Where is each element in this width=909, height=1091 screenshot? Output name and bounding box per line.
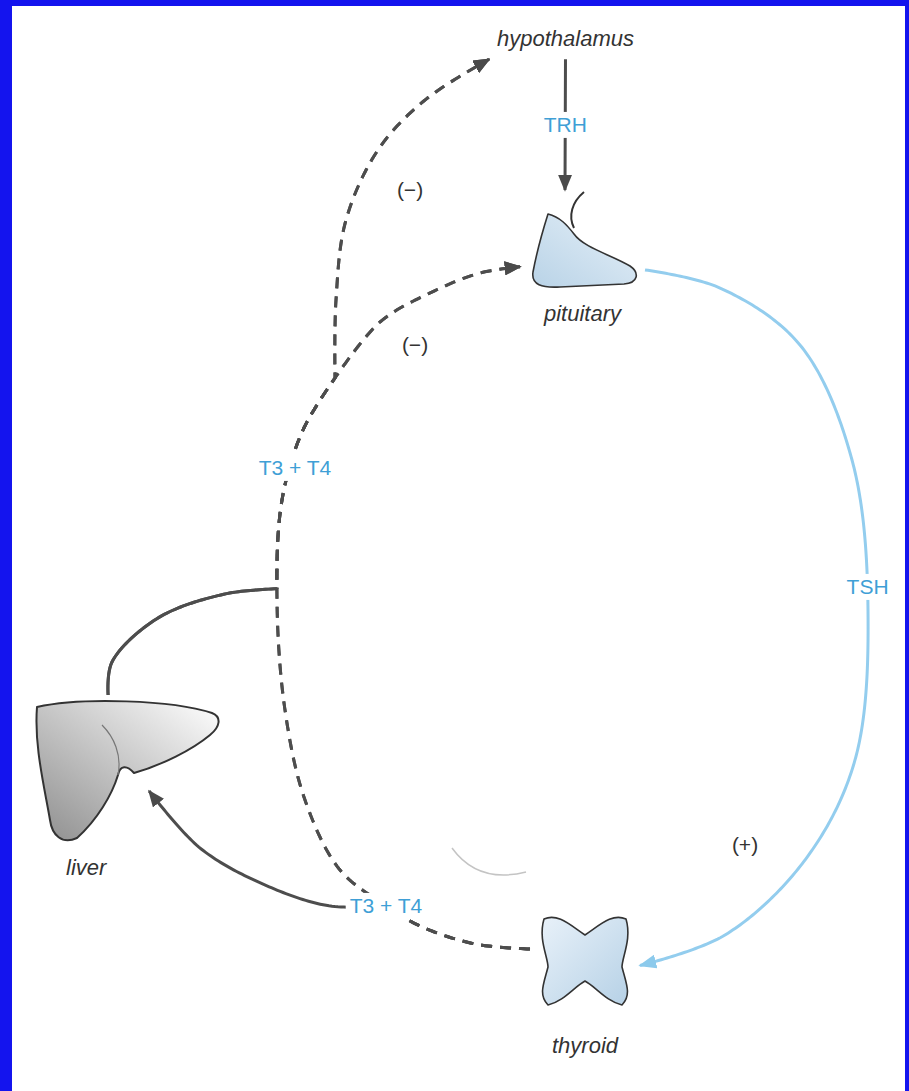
organ-name: thyroid [530, 1033, 640, 1058]
connector-line [277, 59, 489, 588]
organ-name: pituitary [520, 301, 645, 326]
scan-mark [452, 848, 526, 875]
connector-line [277, 267, 520, 589]
connector-line [108, 589, 277, 695]
thyroid-shape [530, 905, 640, 1015]
organ-name: hypothalamus [497, 26, 634, 51]
hormone-pathway [108, 267, 520, 695]
organ-node: pituitary [520, 188, 645, 326]
connector-line [149, 791, 386, 907]
organ-node: liver [22, 695, 227, 880]
organ-node: thyroid [530, 905, 640, 1058]
hormone-label: TRH [540, 112, 591, 138]
feedback-sign: (−) [397, 178, 423, 202]
connector-line [277, 59, 530, 949]
organ-node: hypothalamus [489, 18, 642, 59]
organ-outline [533, 214, 636, 287]
liver-shape [22, 695, 227, 845]
connector-line [108, 589, 277, 695]
feedback-sign: (+) [732, 833, 758, 857]
organ-name: liver [22, 855, 227, 880]
pituitary-shape [520, 188, 645, 293]
hormone-pathway [277, 59, 530, 949]
hormone-pathway [108, 59, 489, 695]
hormone-pathway [640, 270, 868, 966]
hormone-label: T3 + T4 [346, 893, 427, 919]
organ-outline [571, 192, 584, 228]
connector-line [640, 270, 868, 966]
organ-outline [36, 701, 218, 840]
organ-outline [102, 725, 119, 775]
connector-line [277, 267, 530, 949]
page-ground [12, 6, 905, 1091]
hormone-label: TSH [843, 574, 893, 600]
feedback-sign: (−) [402, 333, 428, 357]
hormone-label: T3 + T4 [255, 455, 336, 481]
hormone-pathway [277, 267, 530, 949]
organ-outline [542, 917, 628, 1005]
